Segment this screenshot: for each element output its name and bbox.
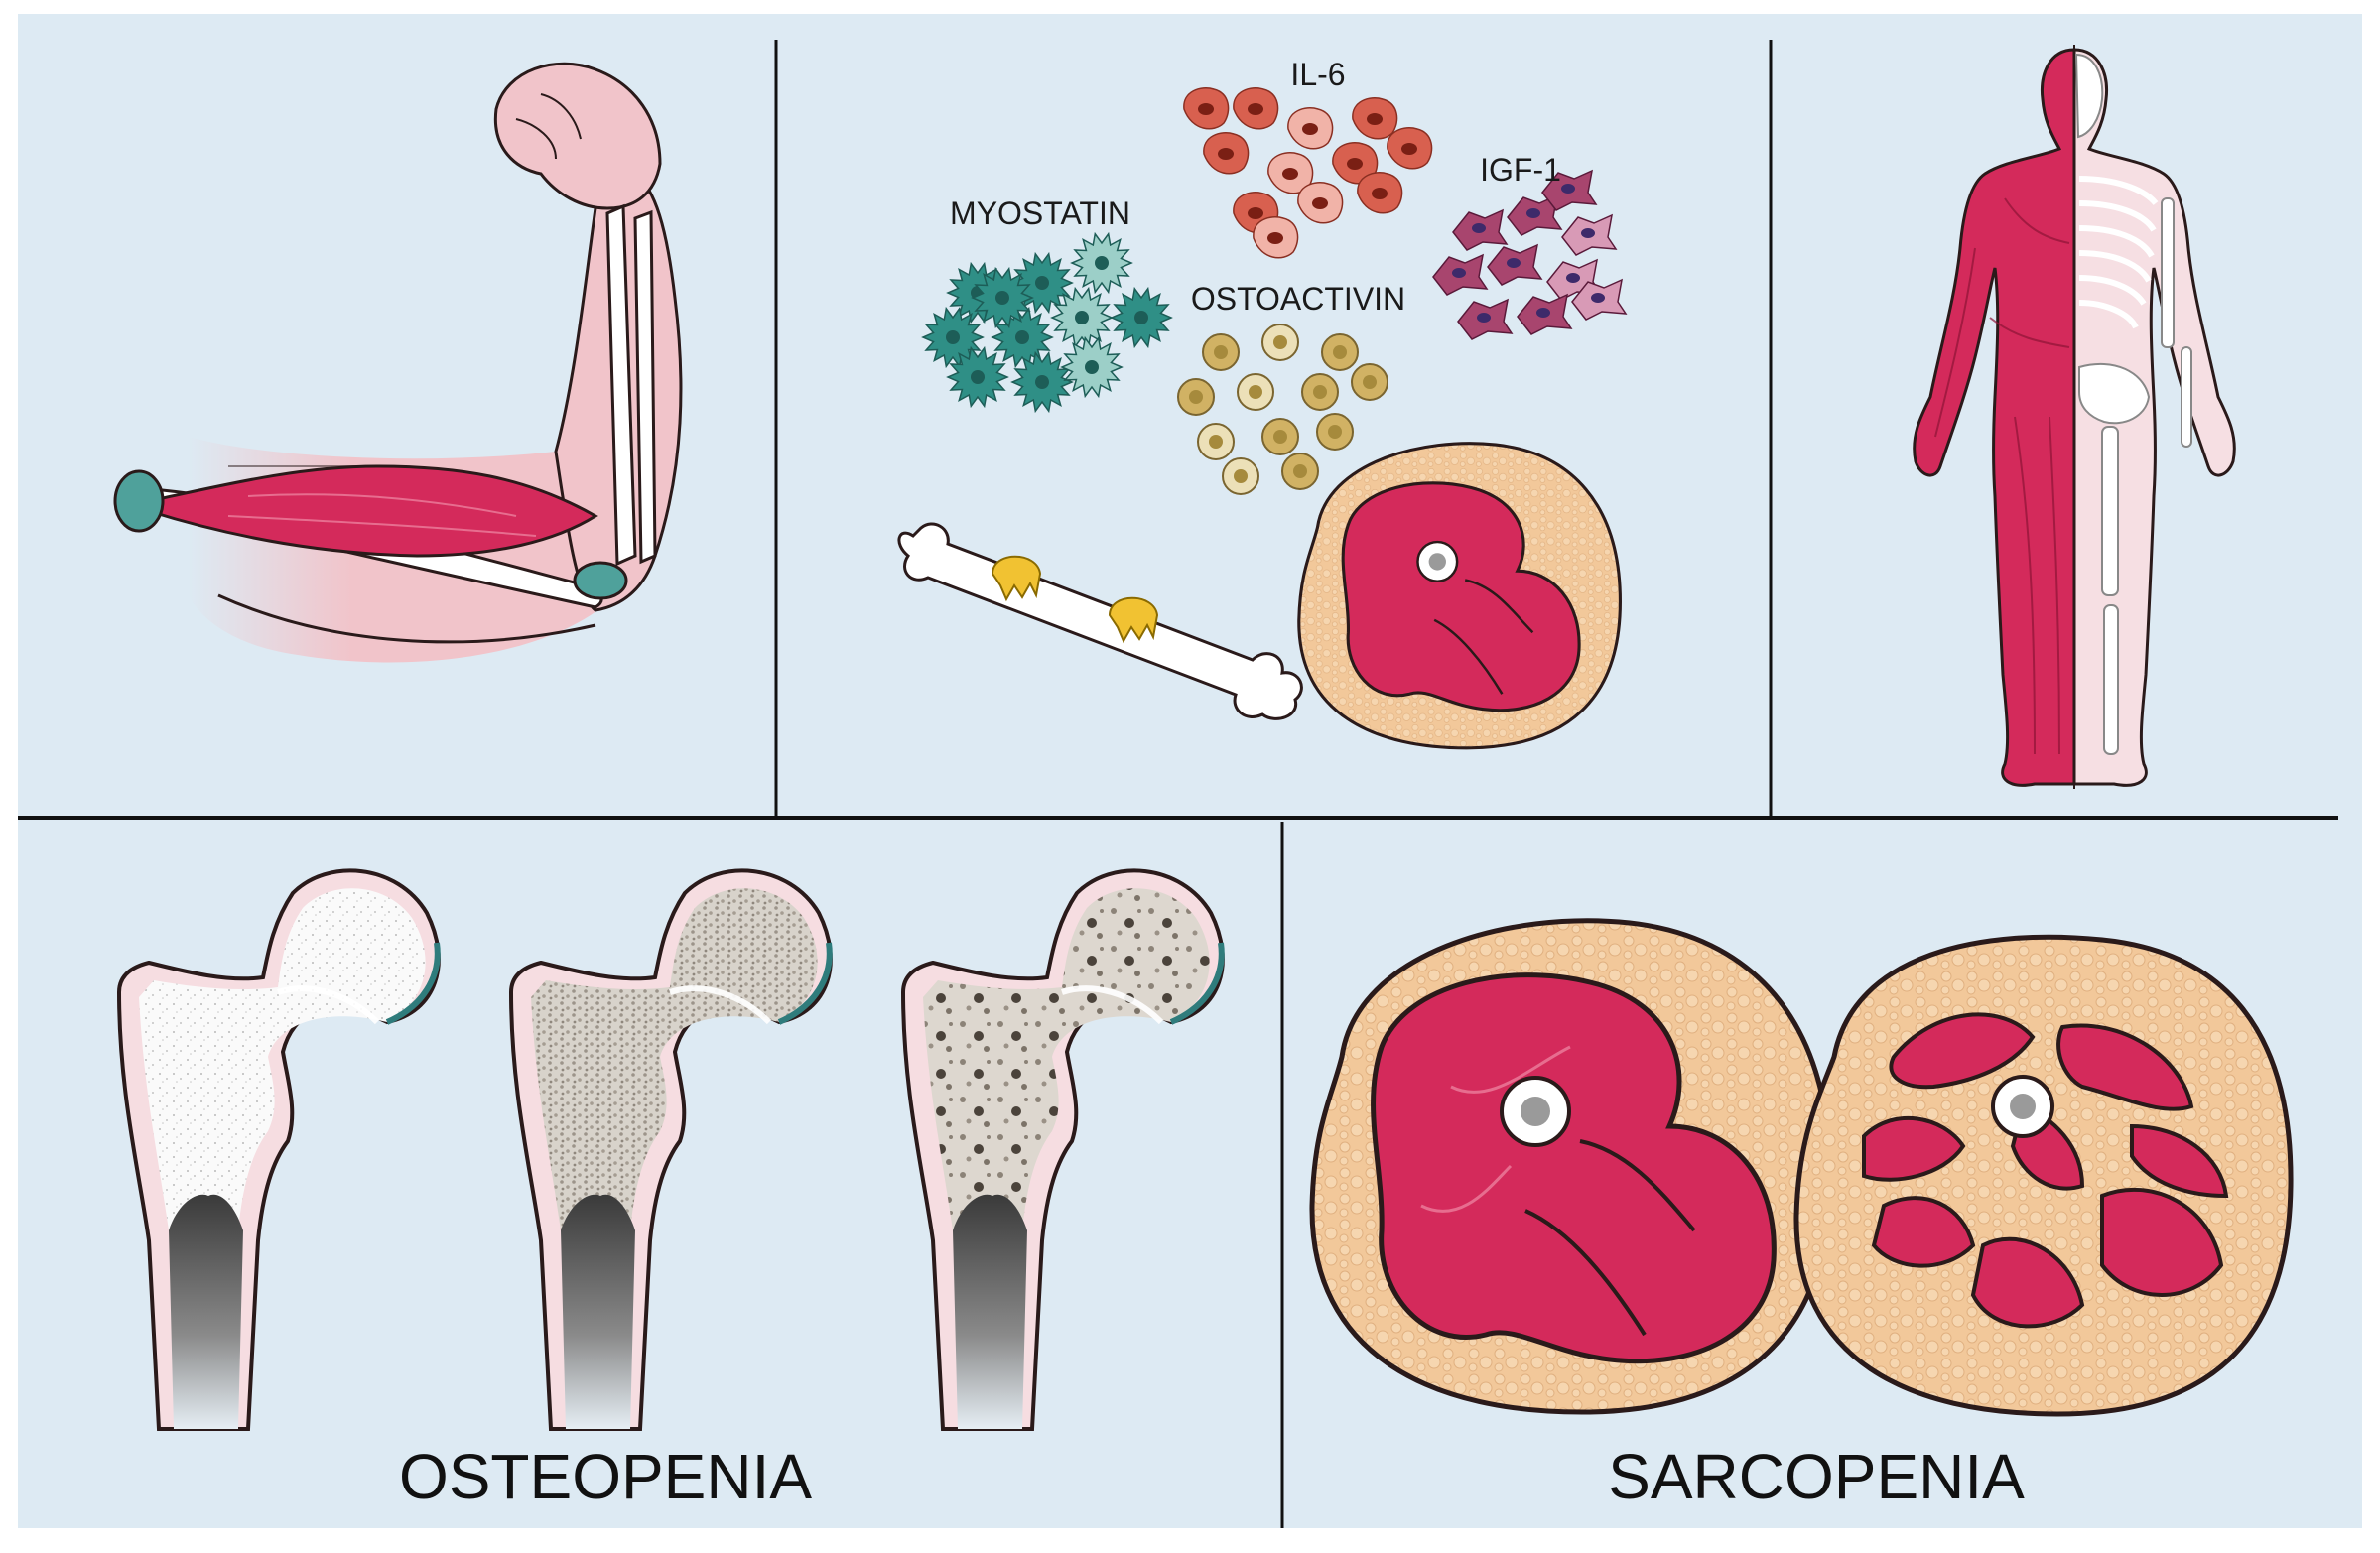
myostatin-cell-nucleus bbox=[1134, 311, 1148, 324]
femur-marrow-shaft bbox=[561, 1194, 635, 1429]
myostatin-cell-nucleus bbox=[1035, 375, 1049, 389]
osteoactivin-cell-nucleus bbox=[1273, 335, 1287, 349]
femur-head-osteoporosis-icon bbox=[900, 868, 1225, 1431]
il6-cell-nucleus bbox=[1282, 168, 1298, 180]
thigh-cross-section-sarcopenia-icon bbox=[1793, 934, 2294, 1417]
igf1-cell-nucleus bbox=[1591, 293, 1605, 303]
igf1-cell-nucleus bbox=[1566, 273, 1580, 283]
thigh-cross-section-normal-icon bbox=[1309, 918, 1833, 1415]
femur-cartilage bbox=[385, 942, 441, 1025]
igf1-cell-nucleus bbox=[1452, 268, 1466, 278]
igf1-cell-nucleus bbox=[1536, 308, 1550, 318]
igf1-cells-icon bbox=[1432, 169, 1628, 340]
osteoactivin-cell-nucleus bbox=[1249, 385, 1262, 399]
osteoactivin-cell-nucleus bbox=[1363, 375, 1377, 389]
label-il6: IL-6 bbox=[1290, 57, 1345, 92]
label-igf1: IGF-1 bbox=[1480, 152, 1561, 188]
myostatin-cell-nucleus bbox=[1085, 360, 1099, 374]
myostatin-cell-nucleus bbox=[971, 370, 985, 384]
il6-cell-nucleus bbox=[1248, 207, 1263, 219]
il6-cell-nucleus bbox=[1372, 188, 1388, 199]
femur-marrow-shaft bbox=[169, 1194, 243, 1429]
human-body-muscle-skeleton-icon bbox=[1913, 45, 2236, 789]
osteoactivin-cell-nucleus bbox=[1234, 469, 1248, 483]
igf1-cell-nucleus bbox=[1526, 208, 1540, 218]
caption-sarcopenia: SARCOPENIA bbox=[1608, 1441, 2025, 1512]
il6-cell-nucleus bbox=[1267, 232, 1283, 244]
flexed-arm-icon bbox=[113, 62, 683, 663]
femur-marrow-shaft bbox=[953, 1194, 1027, 1429]
femur-cartilage bbox=[1169, 942, 1225, 1025]
igf1-cell-nucleus bbox=[1581, 228, 1595, 238]
label-osteoactivin: OSTOACTIVIN bbox=[1191, 281, 1405, 317]
il6-cell-nucleus bbox=[1367, 113, 1383, 125]
osteoactivin-cell-nucleus bbox=[1328, 425, 1342, 439]
osteoactivin-cell-nucleus bbox=[1293, 464, 1307, 478]
il6-cells-icon bbox=[1183, 87, 1433, 259]
il6-cell-nucleus bbox=[1312, 197, 1328, 209]
caption-osteopenia: OSTEOPENIA bbox=[399, 1441, 812, 1512]
osteoactivin-cell-nucleus bbox=[1333, 345, 1347, 359]
il6-cell-nucleus bbox=[1347, 158, 1363, 170]
myostatin-cell-nucleus bbox=[1095, 256, 1109, 270]
osteoactivin-cell-nucleus bbox=[1214, 345, 1228, 359]
femur-heads bbox=[116, 868, 1225, 1431]
il6-cell-nucleus bbox=[1218, 148, 1234, 160]
il6-cell-nucleus bbox=[1302, 123, 1318, 135]
femur-head-normal-icon bbox=[116, 868, 441, 1431]
label-myostatin: MYOSTATIN bbox=[950, 195, 1130, 231]
osteoactivin-cell-nucleus bbox=[1273, 430, 1287, 444]
igf1-cell-nucleus bbox=[1561, 184, 1575, 194]
osteoactivin-cell-nucleus bbox=[1209, 435, 1223, 449]
il6-cell-nucleus bbox=[1198, 103, 1214, 115]
myostatin-cell-nucleus bbox=[1075, 311, 1089, 324]
myostatin-cell-nucleus bbox=[1015, 330, 1029, 344]
femur-head-osteopenia-icon bbox=[508, 868, 833, 1431]
osteoactivin-cell-nucleus bbox=[1313, 385, 1327, 399]
femur-cartilage bbox=[777, 942, 833, 1025]
il6-cell-nucleus bbox=[1248, 103, 1263, 115]
igf1-cell-nucleus bbox=[1472, 223, 1486, 233]
myostatin-cell-nucleus bbox=[995, 291, 1009, 305]
myostatin-cells-icon bbox=[921, 231, 1173, 414]
growth-plate-line bbox=[277, 985, 380, 1025]
il6-cell-nucleus bbox=[1401, 143, 1417, 155]
bone-with-osteoclasts-icon bbox=[897, 522, 1303, 720]
growth-plate-line bbox=[1061, 985, 1164, 1025]
myostatin-cell-nucleus bbox=[946, 330, 960, 344]
osteoactivin-cells-icon bbox=[1177, 324, 1388, 495]
growth-plate-line bbox=[669, 985, 772, 1025]
osteoactivin-cell-nucleus bbox=[1189, 390, 1203, 404]
myostatin-cell-nucleus bbox=[1035, 276, 1049, 290]
igf1-cell-nucleus bbox=[1507, 258, 1521, 268]
thigh-cross-section-icon bbox=[1297, 442, 1622, 750]
igf1-cell-nucleus bbox=[1477, 313, 1491, 323]
